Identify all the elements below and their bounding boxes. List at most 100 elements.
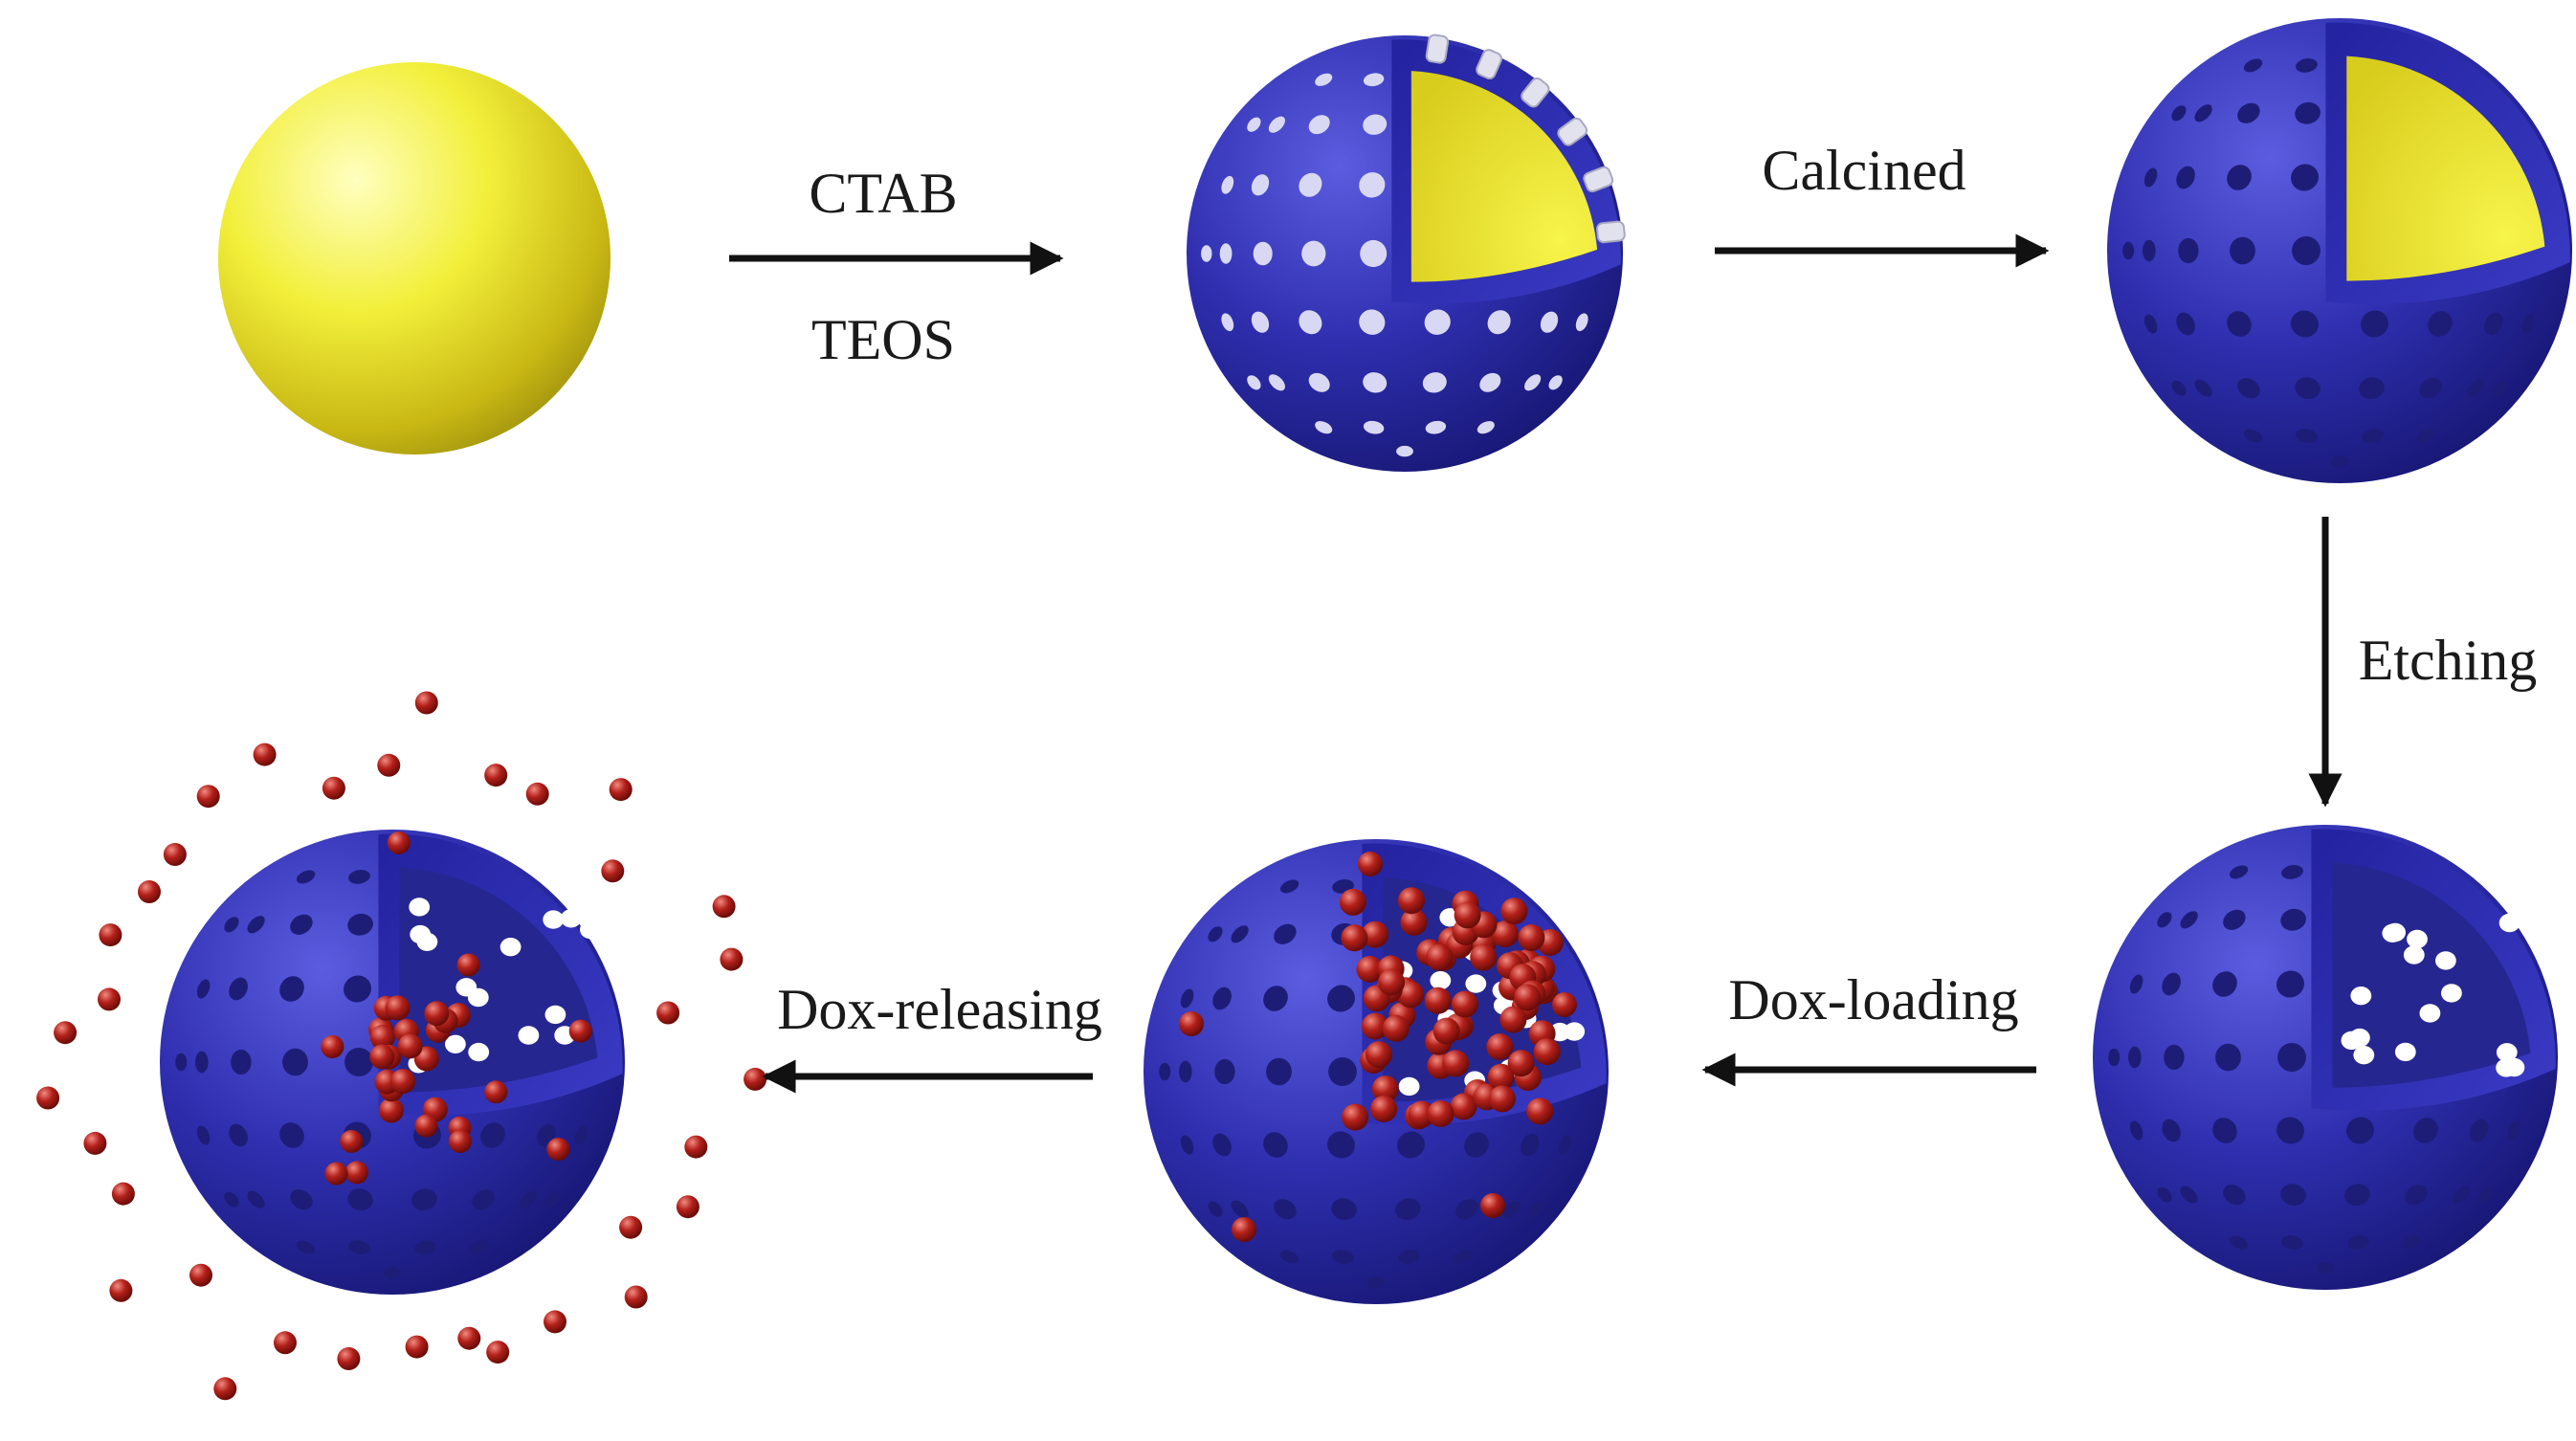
pore — [1315, 73, 1333, 86]
core-cross-section — [1410, 71, 1598, 282]
label-etching: Etching — [2359, 629, 2538, 692]
dox-molecule — [369, 1044, 395, 1070]
pore — [2280, 1184, 2306, 1207]
pore — [2276, 1117, 2304, 1144]
dox-molecule — [337, 1347, 361, 1370]
pore — [229, 977, 248, 1001]
dox-molecule — [1426, 943, 1454, 971]
pore — [2291, 164, 2319, 191]
dox-molecule — [1356, 956, 1384, 983]
dox-molecule — [83, 1131, 107, 1155]
pore — [2484, 312, 2503, 336]
pore — [2344, 1184, 2370, 1207]
dox-molecule — [456, 953, 480, 977]
dox-molecule — [609, 778, 633, 802]
pore — [2162, 1119, 2181, 1142]
dox-molecule — [1362, 920, 1388, 948]
pore — [1308, 372, 1330, 392]
hollow-sphere-particle — [2093, 825, 2558, 1290]
dox-molecule — [1398, 887, 1425, 915]
dox-molecule — [1365, 1041, 1392, 1069]
pore — [2281, 1235, 2303, 1250]
pore — [1395, 1198, 1421, 1221]
pore — [1221, 313, 1234, 332]
dox-molecule — [1232, 1217, 1256, 1242]
pore — [2194, 104, 2212, 122]
pore — [2162, 972, 2181, 996]
pore — [2157, 912, 2172, 928]
pore — [2229, 1235, 2249, 1250]
dox-molecule — [568, 1019, 592, 1043]
pore — [347, 1188, 373, 1211]
pore — [2416, 429, 2436, 443]
pore — [472, 1189, 495, 1210]
pore — [1521, 1133, 1540, 1157]
pore — [290, 1189, 313, 1210]
pore — [545, 1191, 561, 1208]
pore — [2164, 1044, 2185, 1071]
pore — [2405, 1185, 2428, 1206]
dox-molecule — [1507, 1050, 1535, 1077]
pore — [1455, 1199, 1478, 1220]
pore — [2350, 987, 2372, 1006]
pore — [348, 1240, 370, 1254]
pore — [2503, 1057, 2525, 1077]
pore — [1425, 420, 1447, 434]
dox-molecule — [1370, 1096, 1398, 1122]
pore — [1529, 1201, 1544, 1217]
pore — [2441, 984, 2462, 1003]
pore — [1503, 1200, 1521, 1218]
pore — [344, 975, 371, 1003]
pore — [1453, 1250, 1473, 1264]
dox-molecule — [1358, 852, 1383, 876]
pore — [2349, 1028, 2370, 1048]
pore — [2227, 165, 2252, 190]
pore — [2428, 311, 2453, 337]
templated-shell-particle — [1187, 33, 1626, 472]
dox-molecule — [676, 1195, 700, 1219]
dox-molecule — [484, 764, 508, 787]
pore — [279, 1122, 304, 1148]
pore — [1221, 175, 1234, 194]
pore — [2296, 429, 2318, 443]
pore — [1299, 172, 1322, 197]
label-calcined: Calcined — [1762, 139, 1965, 202]
pore — [1575, 313, 1588, 332]
dox-molecule — [377, 753, 401, 777]
dox-molecule — [1408, 1100, 1435, 1128]
pore — [2280, 908, 2306, 931]
dox-molecule — [684, 1135, 708, 1159]
dox-molecule — [1486, 1033, 1514, 1060]
pore — [2129, 974, 2143, 994]
pore — [231, 1049, 252, 1075]
pore — [2227, 311, 2252, 337]
dox-molecule — [656, 1001, 680, 1025]
pore — [1274, 923, 1297, 944]
pore — [194, 1051, 209, 1074]
dox-molecule — [1378, 968, 1406, 996]
pore — [1363, 114, 1388, 135]
dox-molecule — [138, 880, 161, 903]
pore — [1159, 1062, 1171, 1081]
dox-loaded-particle — [1144, 839, 1609, 1304]
pore — [2178, 237, 2199, 264]
pore — [2212, 971, 2237, 997]
dox-molecule — [448, 1130, 472, 1153]
pore — [2296, 58, 2318, 73]
pore — [2330, 455, 2349, 468]
dox-molecule — [109, 1278, 133, 1302]
dox-molecule — [414, 691, 438, 715]
pore — [2108, 1048, 2121, 1067]
pore — [2407, 929, 2428, 949]
dox-molecule — [1424, 987, 1452, 1014]
dox-molecule — [321, 1035, 344, 1058]
dox-molecule — [390, 1069, 416, 1095]
pore — [282, 1048, 308, 1076]
pore — [1231, 925, 1249, 943]
pore — [2453, 1186, 2471, 1204]
pore — [500, 938, 522, 957]
pore — [2128, 1046, 2142, 1069]
pore — [1180, 988, 1194, 1009]
pore — [560, 909, 582, 928]
dox-molecule — [369, 1025, 395, 1050]
